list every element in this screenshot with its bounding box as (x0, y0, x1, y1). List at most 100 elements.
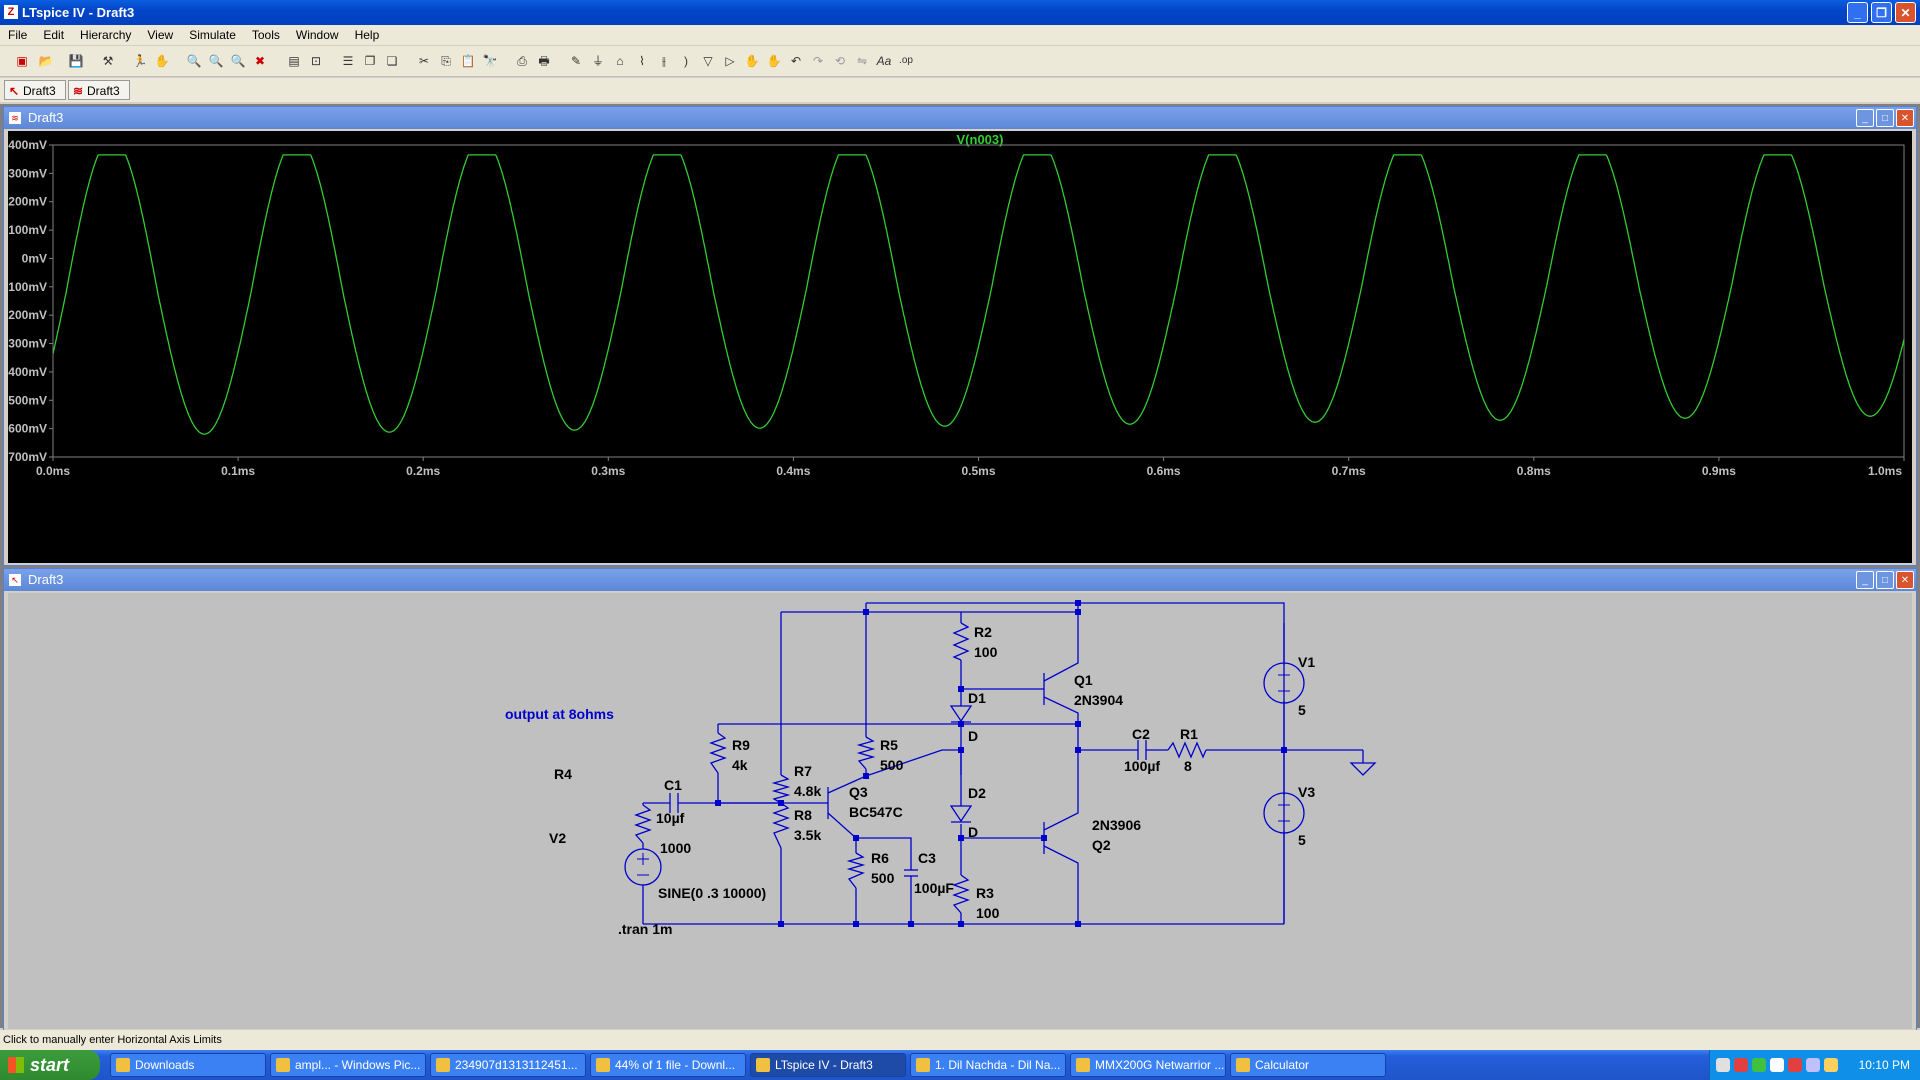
redo-icon[interactable]: ↷ (812, 54, 824, 68)
rotate-icon[interactable]: ⟲ (834, 54, 846, 68)
label-net-icon[interactable]: ⌂ (616, 54, 624, 68)
capacitor-icon[interactable]: ⫲ (662, 54, 666, 68)
zoom-pan-icon[interactable]: 🔍 (208, 54, 224, 68)
cascade-icon[interactable]: ❐ (364, 54, 376, 68)
menu-edit[interactable]: Edit (43, 28, 65, 42)
y-tick-label[interactable]: 300mV (8, 166, 47, 180)
x-tick-label[interactable]: 0.0ms (36, 464, 70, 478)
trace-v-n003[interactable] (52, 154, 1905, 435)
resistor-icon[interactable]: ⌇ (639, 54, 645, 68)
y-tick-label[interactable]: -300mV (8, 337, 47, 351)
messenger-icon[interactable] (1770, 1058, 1784, 1072)
schematic-window-title[interactable]: ↖ Draft3 (4, 569, 1916, 591)
label-v1[interactable]: V1 (1298, 654, 1315, 670)
new-schematic-icon[interactable]: ▣ (16, 54, 28, 68)
diode-icon[interactable]: ▽ (703, 54, 713, 68)
bluetooth-icon[interactable] (1806, 1058, 1820, 1072)
control-panel-icon[interactable]: ⚒ (102, 54, 114, 68)
label-r7-value[interactable]: 4.8k (794, 783, 821, 799)
label-q2-type[interactable]: 2N3906 (1092, 817, 1141, 833)
label-r3[interactable]: R3 (976, 885, 994, 901)
restore-button[interactable]: ❐ (1871, 2, 1892, 23)
x-tick-label[interactable]: 0.3ms (591, 464, 625, 478)
y-tick-label[interactable]: -200mV (8, 308, 47, 322)
ground-icon[interactable]: ⏚ (591, 54, 604, 68)
plot-maximize-button[interactable]: □ (1876, 109, 1894, 127)
label-r2[interactable]: R2 (974, 624, 992, 640)
start-button[interactable]: start (0, 1050, 100, 1080)
menu-hierarchy[interactable]: Hierarchy (80, 28, 132, 42)
label-q1[interactable]: Q1 (1074, 672, 1093, 688)
schematic-comment[interactable]: output at 8ohms (505, 706, 614, 722)
schematic-close-button[interactable]: ✕ (1896, 571, 1914, 589)
task-media-player[interactable]: 1. Dil Nachda - Dil Na... (910, 1053, 1066, 1077)
copy-icon[interactable]: ⎘ (441, 54, 451, 68)
autorange-icon[interactable]: ▤ (288, 54, 300, 68)
x-tick-label[interactable]: 0.6ms (1147, 464, 1181, 478)
x-tick-label[interactable]: 0.5ms (961, 464, 995, 478)
label-r6-value[interactable]: 500 (871, 870, 895, 886)
trace-label[interactable]: V(n003) (957, 132, 1004, 147)
mark-icon[interactable]: ⊡ (310, 54, 322, 68)
label-r6[interactable]: R6 (871, 850, 889, 866)
menu-view[interactable]: View (147, 28, 174, 42)
y-tick-label[interactable]: 200mV (8, 195, 47, 209)
label-d1-model[interactable]: D (968, 728, 978, 744)
pan-icon[interactable]: ✋ (154, 54, 170, 68)
update-icon[interactable] (1752, 1058, 1766, 1072)
spice-directive[interactable]: .tran 1m (618, 921, 672, 937)
save-icon[interactable]: 💾 (68, 54, 84, 68)
x-tick-label[interactable]: 0.4ms (776, 464, 810, 478)
ltspice-app-icon[interactable]: Z (4, 5, 18, 19)
label-v1-value[interactable]: 5 (1298, 702, 1306, 718)
print-icon[interactable]: 🖶 (538, 54, 550, 68)
task-calculator[interactable]: Calculator (1230, 1053, 1386, 1077)
x-tick-label[interactable]: 0.7ms (1332, 464, 1366, 478)
label-r4[interactable]: R4 (554, 766, 572, 782)
tile-horizontal-icon[interactable]: ☰ (342, 54, 354, 68)
y-tick-label[interactable]: -700mV (8, 450, 47, 464)
label-c3-value[interactable]: 100µF (914, 880, 954, 896)
y-tick-label[interactable]: -400mV (8, 365, 47, 379)
component-icon[interactable]: ▷ (725, 54, 735, 68)
volume-icon[interactable] (1824, 1058, 1838, 1072)
menu-simulate[interactable]: Simulate (189, 28, 236, 42)
inductor-icon[interactable]: ) (684, 54, 688, 68)
paste-icon[interactable]: 📋 (460, 54, 476, 68)
y-tick-label[interactable]: 0mV (22, 251, 47, 265)
drag-icon[interactable]: ✋ (766, 54, 782, 68)
label-q2[interactable]: Q2 (1092, 837, 1111, 853)
menu-help[interactable]: Help (354, 28, 380, 42)
menu-window[interactable]: Window (295, 28, 339, 42)
label-c2-value[interactable]: 100µf (1124, 758, 1160, 774)
task-gmail[interactable]: MMX200G Netwarrior ... (1070, 1053, 1226, 1077)
label-q3-type[interactable]: BC547C (849, 804, 903, 820)
label-q3[interactable]: Q3 (849, 784, 868, 800)
y-tick-label[interactable]: -600mV (8, 422, 47, 436)
label-c2[interactable]: C2 (1132, 726, 1150, 742)
find-icon[interactable]: 🔭 (482, 54, 498, 68)
task-downloads[interactable]: Downloads (110, 1053, 266, 1077)
spice-directive-icon[interactable]: .op (899, 55, 913, 66)
schematic-maximize-button[interactable]: □ (1876, 571, 1894, 589)
undo-icon[interactable]: ↶ (790, 54, 802, 68)
label-v3[interactable]: V3 (1298, 784, 1315, 800)
label-c1-value[interactable]: 10µf (656, 810, 685, 826)
label-c1[interactable]: C1 (664, 777, 682, 793)
x-tick-label[interactable]: 0.9ms (1702, 464, 1736, 478)
plot-close-button[interactable]: ✕ (1896, 109, 1914, 127)
task-picture-viewer[interactable]: ampl... - Windows Pic... (270, 1053, 426, 1077)
run-icon[interactable]: 🏃 (132, 54, 148, 68)
label-r9[interactable]: R9 (732, 737, 750, 753)
label-r8-value[interactable]: 3.5k (794, 827, 821, 843)
move-icon[interactable]: ✋ (744, 54, 760, 68)
y-tick-label[interactable]: 400mV (8, 138, 47, 152)
label-v2[interactable]: V2 (549, 830, 566, 846)
x-tick-label[interactable]: 0.8ms (1517, 464, 1551, 478)
label-d2-model[interactable]: D (968, 824, 978, 840)
y-tick-label[interactable]: -500mV (8, 393, 47, 407)
x-tick-label[interactable]: 1.0ms (1868, 464, 1902, 478)
menu-tools[interactable]: Tools (251, 28, 280, 42)
waveform-plot[interactable]: V(n003) 400mV300mV200mV100mV0mV-100mV-20… (8, 131, 1912, 563)
task-firefox-downloads[interactable]: 44% of 1 file - Downl... (590, 1053, 746, 1077)
